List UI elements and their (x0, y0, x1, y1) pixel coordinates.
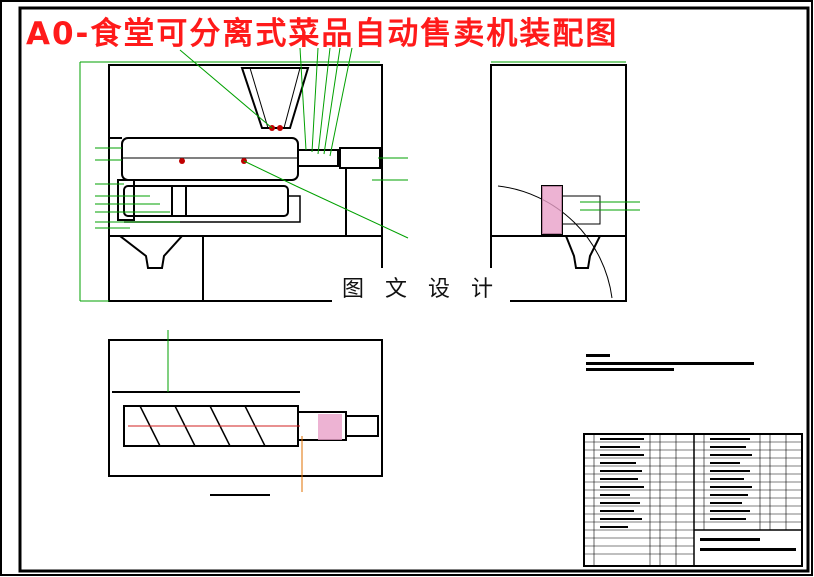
front-view-leaders (79, 47, 409, 302)
side-view-leaders (491, 61, 640, 211)
title-block-entries (600, 438, 796, 551)
front-view (108, 64, 383, 302)
side-view-section-hatch (542, 186, 562, 234)
inner-frame (18, 6, 810, 573)
title-block-rows (584, 434, 802, 566)
section-view (108, 339, 383, 477)
section-view-hatch (318, 414, 342, 440)
drawing-title: A0-食堂可分离式菜品自动售卖机装配图 (26, 16, 619, 52)
technical-requirements (586, 354, 754, 371)
watermark: 图 文 设 计 (332, 268, 510, 306)
side-view (490, 64, 627, 302)
title-block (583, 433, 803, 567)
